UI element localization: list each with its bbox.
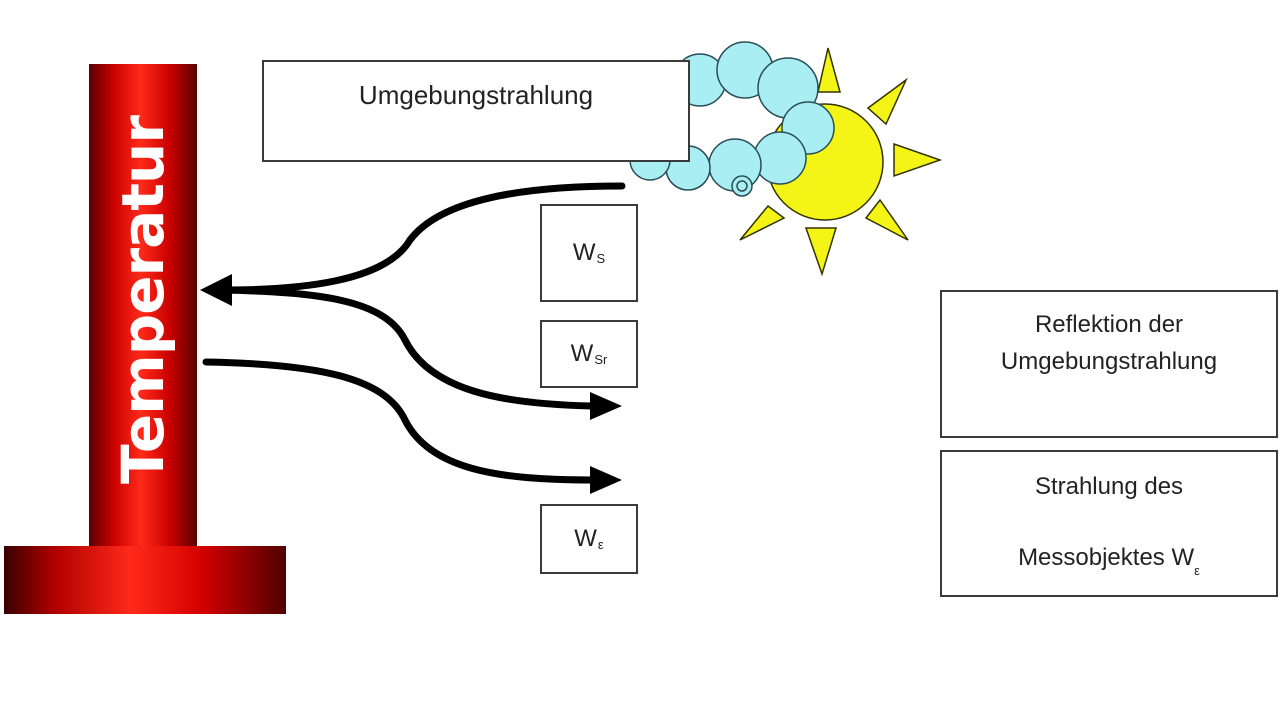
arrow-heads [200, 274, 622, 494]
symbol-main: W [572, 239, 596, 266]
object-radiation-line-2: Messobjektes Wε [942, 539, 1276, 578]
radiation-arrows [202, 182, 626, 484]
object-radiation-sub: ε [1194, 562, 1200, 578]
object-radiation-box: Strahlung des Messobjektes Wε [940, 450, 1278, 597]
symbol-main: W [574, 525, 597, 552]
object-radiation-line-2-text: Messobjektes W [1018, 544, 1195, 572]
symbol-sub: ε [597, 536, 604, 552]
temperature-base [4, 546, 286, 614]
column-label: Temperatur [109, 116, 177, 484]
reflection-line-1: Reflektion der [1034, 311, 1184, 338]
object-radiation-line-1: Strahlung des [1034, 473, 1184, 500]
ambient-radiation-label: Umgebungstrahlung [358, 80, 594, 110]
symbol-sub: S [596, 250, 606, 266]
reflection-line-2: Umgebungstrahlung [1000, 348, 1218, 376]
symbol-sub: Sr [594, 351, 608, 367]
temperature-column [89, 64, 197, 550]
ambient-radiation-box: Umgebungstrahlung [262, 60, 690, 162]
reflection-box: Reflektion der Umgebungstrahlung [940, 290, 1278, 438]
symbol-main: W [570, 340, 594, 367]
cloud-icon [629, 41, 835, 197]
